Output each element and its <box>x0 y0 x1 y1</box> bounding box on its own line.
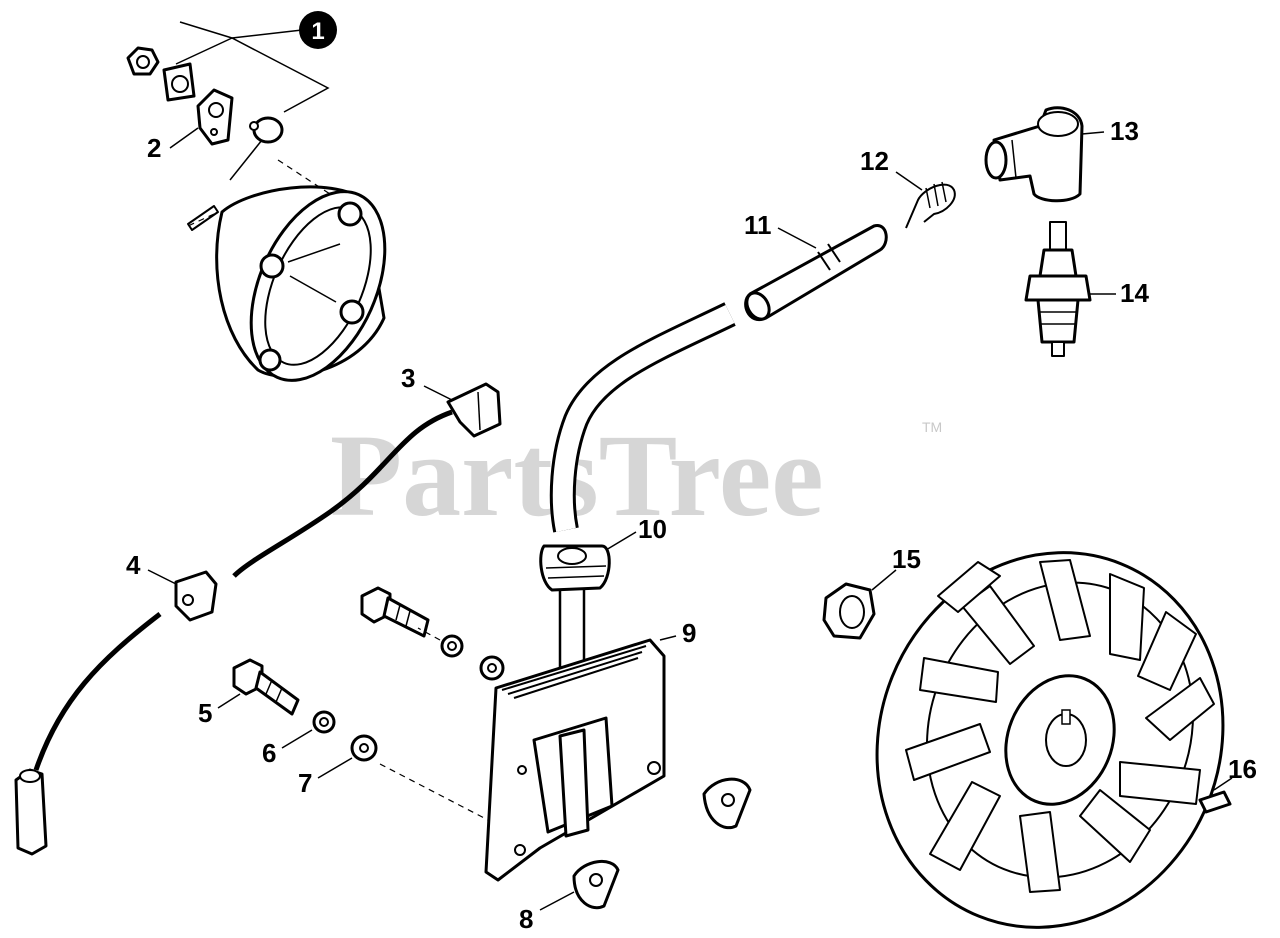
ignition-wire-group <box>14 382 502 856</box>
callout-9: 9 <box>682 618 696 648</box>
ignition-coil-group <box>484 638 666 882</box>
callout-3: 3 <box>401 363 415 393</box>
switch-assembly-group <box>126 21 387 382</box>
plug-boot-group <box>984 106 1084 203</box>
callout-14: 14 <box>1120 278 1149 308</box>
flywheel-group <box>875 551 1225 929</box>
spark-plug-group <box>1024 221 1092 357</box>
grommet-group <box>539 544 611 592</box>
callout-15: 15 <box>892 544 921 574</box>
spacers-group <box>572 777 752 909</box>
callout-1-badge <box>299 11 337 49</box>
watermark-tm: TM <box>922 419 942 435</box>
spring-group <box>905 181 956 229</box>
callout-11: 11 <box>744 210 772 240</box>
callout-2: 2 <box>147 133 161 163</box>
callout-labels: 1 2 3 4 5 6 7 8 9 10 11 12 13 14 15 16 <box>126 11 1257 934</box>
callout-6: 6 <box>262 738 276 768</box>
callout-13: 13 <box>1110 116 1139 146</box>
callout-5: 5 <box>198 698 212 728</box>
leader-lines <box>147 127 1233 911</box>
callout-1: 1 <box>311 18 324 45</box>
callout-10: 10 <box>638 514 667 544</box>
flywheel-nut-group <box>822 582 876 640</box>
callout-4: 4 <box>126 550 141 580</box>
callout-7: 7 <box>298 768 312 798</box>
callout-16: 16 <box>1228 754 1257 784</box>
fasteners-group <box>232 586 505 821</box>
callout-12: 12 <box>860 146 889 176</box>
key-group <box>1198 790 1232 814</box>
callout-8: 8 <box>519 904 533 934</box>
